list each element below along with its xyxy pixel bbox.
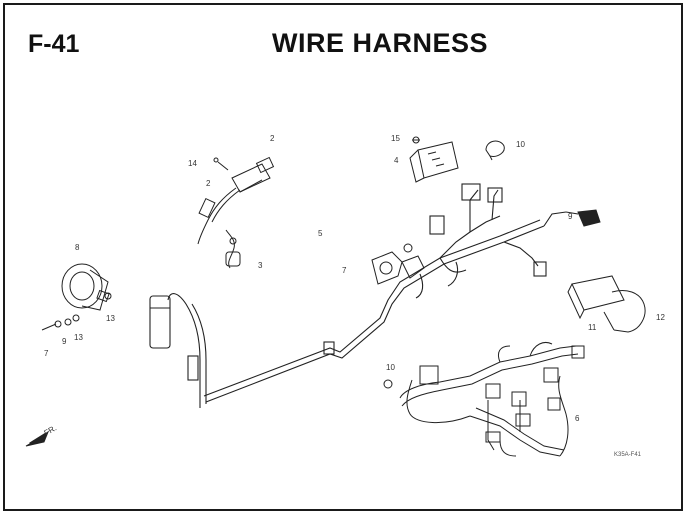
callout-8: 8 <box>75 243 80 252</box>
switch-connector <box>565 209 601 227</box>
page-title: WIRE HARNESS <box>272 28 489 58</box>
callout-2a: 2 <box>270 134 275 143</box>
callout-14: 14 <box>188 159 197 168</box>
callout-10b: 10 <box>386 363 395 372</box>
callout-12: 12 <box>656 313 665 322</box>
main-harness-trunk <box>149 183 567 408</box>
figure-reference-code: K35A-F41 <box>614 452 642 458</box>
callout-11: 11 <box>588 323 597 332</box>
grommet-top <box>485 140 505 161</box>
connector-cluster <box>371 243 425 285</box>
fr-direction-label: FR. <box>43 423 59 437</box>
sub-harness <box>383 342 585 457</box>
callout-7: 7 <box>342 266 347 275</box>
callout-13a: 13 <box>106 314 115 323</box>
callout-10a: 10 <box>516 140 525 149</box>
horn-assembly <box>41 263 112 331</box>
callout-9b: 9 <box>62 337 67 346</box>
callout-13b: 13 <box>74 333 83 342</box>
ignition-coil-assembly <box>197 156 275 269</box>
callout-9a: 9 <box>568 212 573 221</box>
callout-3: 3 <box>258 261 263 270</box>
callout-4: 4 <box>394 156 399 165</box>
callout-7b: 7 <box>44 349 49 358</box>
callout-labels: 2 14 2 3 15 4 10 5 8 7 9 13 13 9 7 11 12… <box>43 134 666 458</box>
figure-code-label: F-41 <box>28 30 80 58</box>
front-direction-arrow-icon <box>25 430 50 447</box>
fuse-box-assembly <box>409 136 459 183</box>
callout-15: 15 <box>391 134 400 143</box>
diagram-frame <box>3 3 683 511</box>
callout-6: 6 <box>575 414 580 423</box>
callout-5: 5 <box>318 229 323 238</box>
callout-2b: 2 <box>206 179 211 188</box>
battery-unit <box>567 275 646 333</box>
